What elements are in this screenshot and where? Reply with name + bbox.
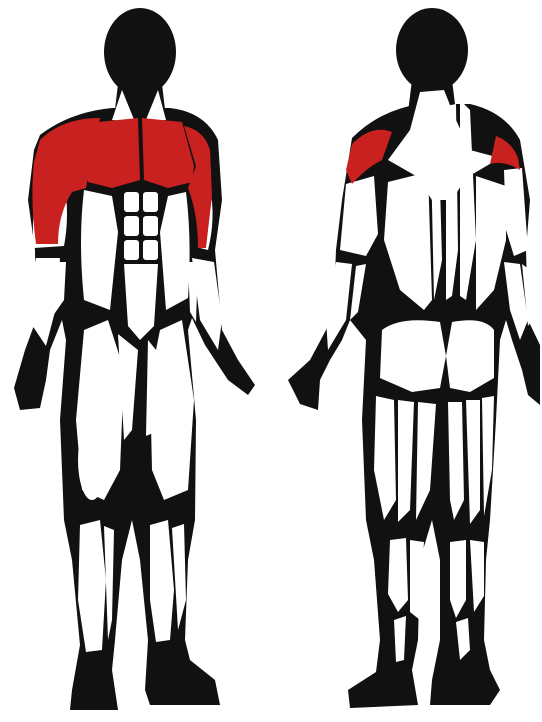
back-glute-left <box>380 320 446 392</box>
back-view-figure <box>288 8 540 708</box>
front-quad-lower-right <box>163 417 189 493</box>
abs-3 <box>124 216 139 236</box>
abs-2 <box>143 192 158 212</box>
abs-6 <box>143 240 158 260</box>
back-triceps-left <box>340 176 378 256</box>
back-shin-left-lower <box>394 616 406 662</box>
abs-1 <box>124 192 139 212</box>
front-quad-lower-left <box>78 420 106 500</box>
back-glute-right <box>446 320 494 392</box>
abs-4 <box>143 216 158 236</box>
back-calf-left-2 <box>410 540 424 620</box>
front-view-figure <box>14 8 255 710</box>
abs-5 <box>124 240 139 260</box>
